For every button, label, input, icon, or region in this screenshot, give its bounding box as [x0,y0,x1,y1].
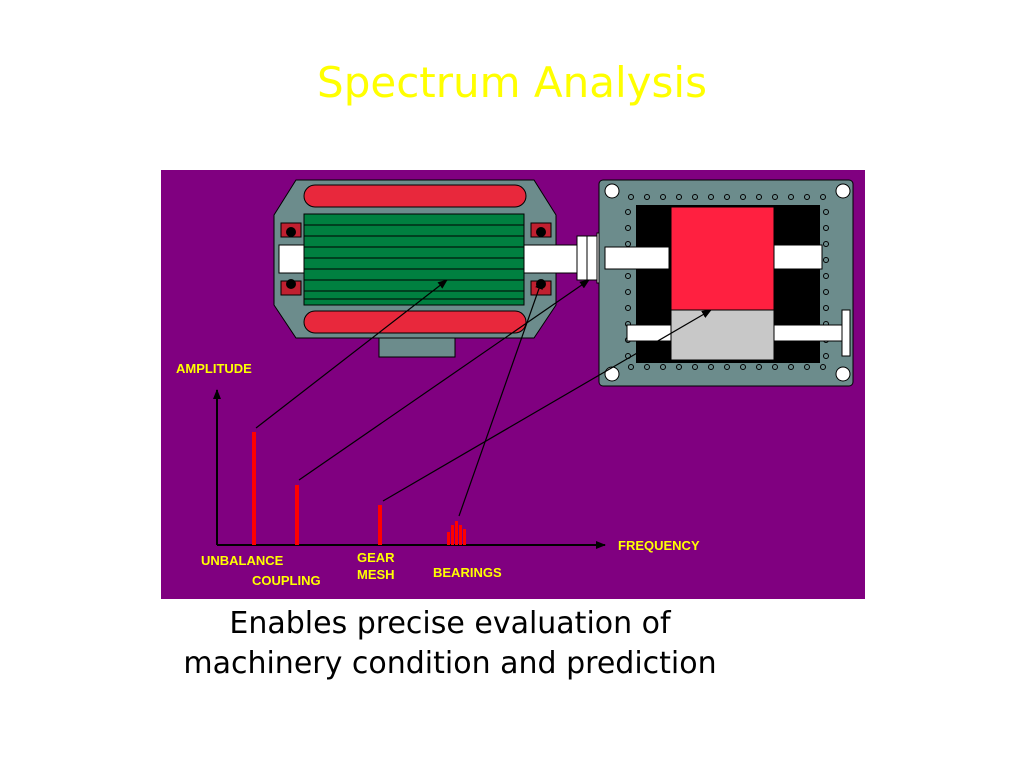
peak-gear-mesh [378,505,382,545]
pointer-arrows [255,279,712,517]
spectrum-peaks [252,432,466,545]
gear-label: GEAR [357,550,395,565]
bolt-row-top [628,194,826,200]
peak-coupling [295,485,299,545]
spectrum-axes [213,389,606,549]
spectrum-diagram-svg: AMPLITUDE FREQUENCY UNBALANCE COUPLING G… [161,170,865,599]
arrow-unbalance [255,279,448,429]
gear-lower [670,309,775,361]
output-shaft [841,309,851,357]
amplitude-label: AMPLITUDE [176,361,252,376]
motor [273,179,580,358]
arrow-coupling [298,279,590,481]
unbalance-label: UNBALANCE [201,553,284,568]
frequency-label: FREQUENCY [618,538,700,553]
gearbox [598,179,854,387]
spectrum-diagram: AMPLITUDE FREQUENCY UNBALANCE COUPLING G… [161,170,865,599]
motor-winding-bottom [303,310,527,334]
left-bearing [280,222,302,296]
motor-winding-top [303,184,527,208]
page-title: Spectrum Analysis [317,58,707,107]
bearings-label: BEARINGS [433,565,502,580]
coupling-label: COUPLING [252,573,321,588]
caption: Enables precise evaluation of machinery … [150,604,750,684]
bolt-row-bottom [628,364,826,370]
caption-line-2: machinery condition and prediction [183,646,717,681]
arrow-gear-mesh [382,309,712,502]
caption-line-1: Enables precise evaluation of [229,606,671,641]
bolt-row-right [823,209,829,359]
peak-bearings [447,521,466,545]
peak-unbalance [252,432,256,545]
arrow-bearings [458,279,543,517]
mesh-label: MESH [357,567,395,582]
gear-upper [670,206,775,311]
input-shaft [604,246,670,270]
motor-rotor [303,213,525,306]
